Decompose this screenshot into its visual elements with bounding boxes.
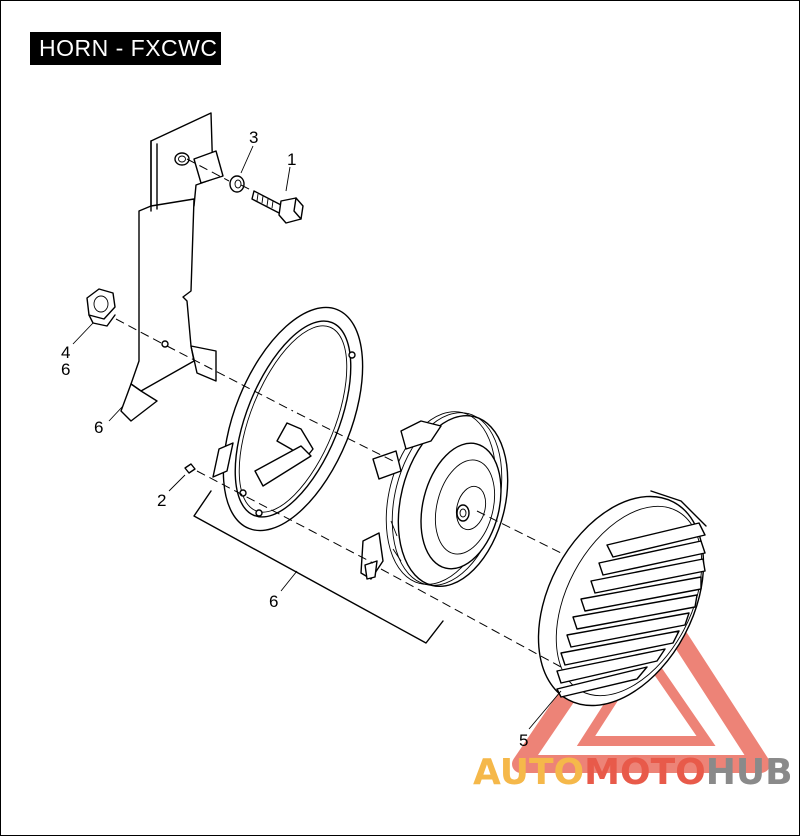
callout-6-nut: 6 xyxy=(61,360,70,379)
lock-washer xyxy=(229,175,245,193)
leader-lines xyxy=(72,145,562,730)
horn-mounting-ring xyxy=(212,306,364,532)
group-bracket xyxy=(193,490,444,644)
cover-fins xyxy=(556,522,706,698)
callout-4: 4 xyxy=(61,343,70,362)
page-title: HORN - FXCWC xyxy=(30,32,221,65)
mounting-bracket xyxy=(120,112,224,422)
callout-6-group: 6 xyxy=(269,592,278,611)
bolt xyxy=(251,190,304,224)
callout-2: 2 xyxy=(157,491,166,510)
horn-cover xyxy=(537,490,707,707)
watermark-text: AUTOMOTOHUB xyxy=(473,752,793,793)
screw xyxy=(184,463,196,474)
callout-1: 1 xyxy=(287,150,296,169)
watermark-hub: HUB xyxy=(706,752,793,793)
callout-5: 5 xyxy=(519,731,528,750)
hex-nut xyxy=(86,288,116,327)
watermark-auto: AUTO xyxy=(473,752,584,793)
watermark-moto: MOTO xyxy=(584,752,706,793)
callout-6-bracket: 6 xyxy=(94,418,103,437)
assembly-guide-lines xyxy=(115,158,562,668)
callout-3: 3 xyxy=(249,128,258,147)
horn-assembly xyxy=(360,411,509,588)
